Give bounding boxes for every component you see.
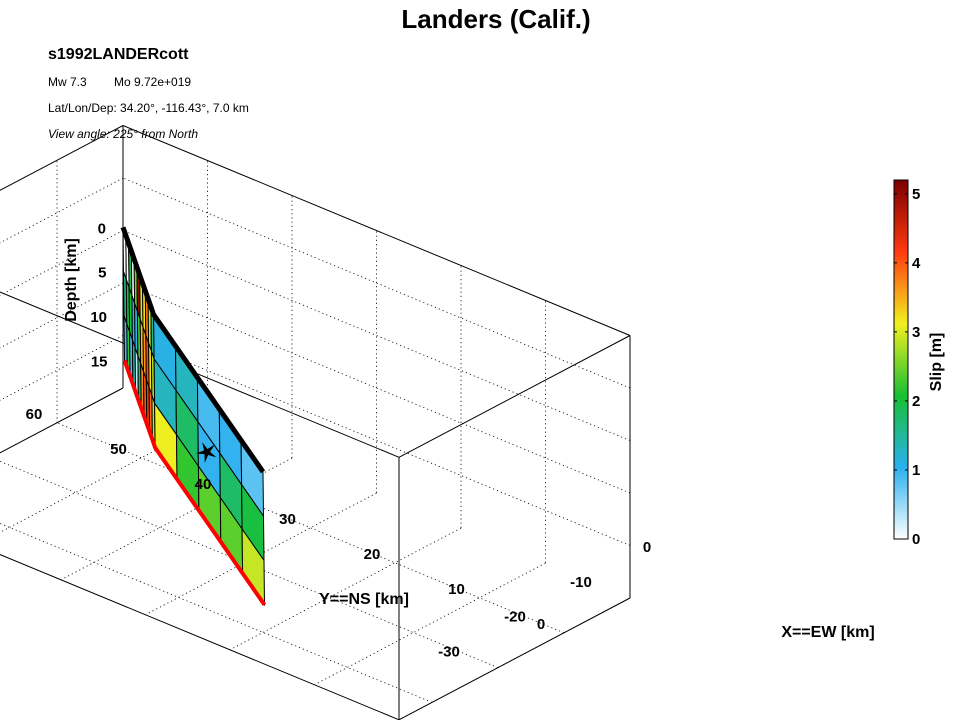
box-edge <box>0 125 124 191</box>
grid-line <box>0 335 124 401</box>
box-edge <box>0 553 400 720</box>
fault-top-edge <box>120 226 266 474</box>
hypocenter-star-icon <box>195 442 217 463</box>
ns-tick-label: 40 <box>195 476 212 493</box>
chart-title: Landers (Calif.) <box>401 4 590 34</box>
box-edge <box>398 335 631 458</box>
ew-axis-label: X==EW [km] <box>781 624 874 641</box>
ew-tick-label: -20 <box>504 609 526 626</box>
grid-line <box>0 282 124 349</box>
depth-tick-label: 0 <box>98 220 106 237</box>
magnitude: Mw 7.3 <box>48 75 87 89</box>
fault-edges <box>120 226 267 606</box>
colorbar-tick-label: 0 <box>912 531 920 548</box>
grid-lines <box>0 160 631 720</box>
colorbar-tick-label: 5 <box>912 186 920 203</box>
fault-patches <box>122 227 266 607</box>
grid-line <box>314 562 546 686</box>
depth-axis-label: Depth [km] <box>63 238 80 322</box>
event-id: s1992LANDERcott <box>48 46 189 63</box>
box-edge <box>122 125 631 336</box>
colorbar: 5 4 3 2 1 0 <box>893 179 921 548</box>
colorbar-label: Slip [m] <box>928 333 945 392</box>
ew-tick-label: -10 <box>570 574 592 591</box>
depth-tick-label: 10 <box>90 309 107 326</box>
ns-axis-label: Y==NS [km] <box>319 591 409 608</box>
depth-tick-label: 15 <box>91 353 108 370</box>
location: Lat/Lon/Dep: 34.20°, -116.43°, 7.0 km <box>48 101 249 115</box>
colorbar-tick-label: 1 <box>912 462 920 479</box>
axes-box-front <box>0 457 631 720</box>
ew-tick-label: -30 <box>438 643 460 660</box>
grid-line <box>0 422 208 533</box>
hypocenter-star <box>195 442 217 463</box>
colorbar-tick-label: 4 <box>912 255 921 272</box>
view-angle: View angle: 225° from North <box>48 127 198 141</box>
ew-tick-label: 0 <box>643 539 651 556</box>
seismic-moment: Mo 9.72e+019 <box>114 75 191 89</box>
fault-bottom-edge <box>122 359 267 606</box>
colorbar-scale <box>893 179 909 540</box>
ns-tick-label: 10 <box>448 581 465 598</box>
grid-line <box>0 177 124 244</box>
ns-tick-label: 30 <box>279 511 296 528</box>
ns-tick-label: 60 <box>26 406 43 423</box>
ns-tick-label: 20 <box>364 546 381 563</box>
ns-tick-label: 0 <box>537 616 545 633</box>
box-edge <box>398 597 631 720</box>
grid-line <box>0 230 124 296</box>
box-edge <box>0 387 124 454</box>
grid-line <box>60 457 293 581</box>
grid-line <box>56 422 565 634</box>
grid-line <box>229 527 462 651</box>
colorbar-tick-label: 3 <box>912 324 920 341</box>
depth-tick-label: 5 <box>98 265 106 282</box>
colorbar-tick-label: 2 <box>912 393 920 410</box>
ns-tick-label: 50 <box>110 441 127 458</box>
